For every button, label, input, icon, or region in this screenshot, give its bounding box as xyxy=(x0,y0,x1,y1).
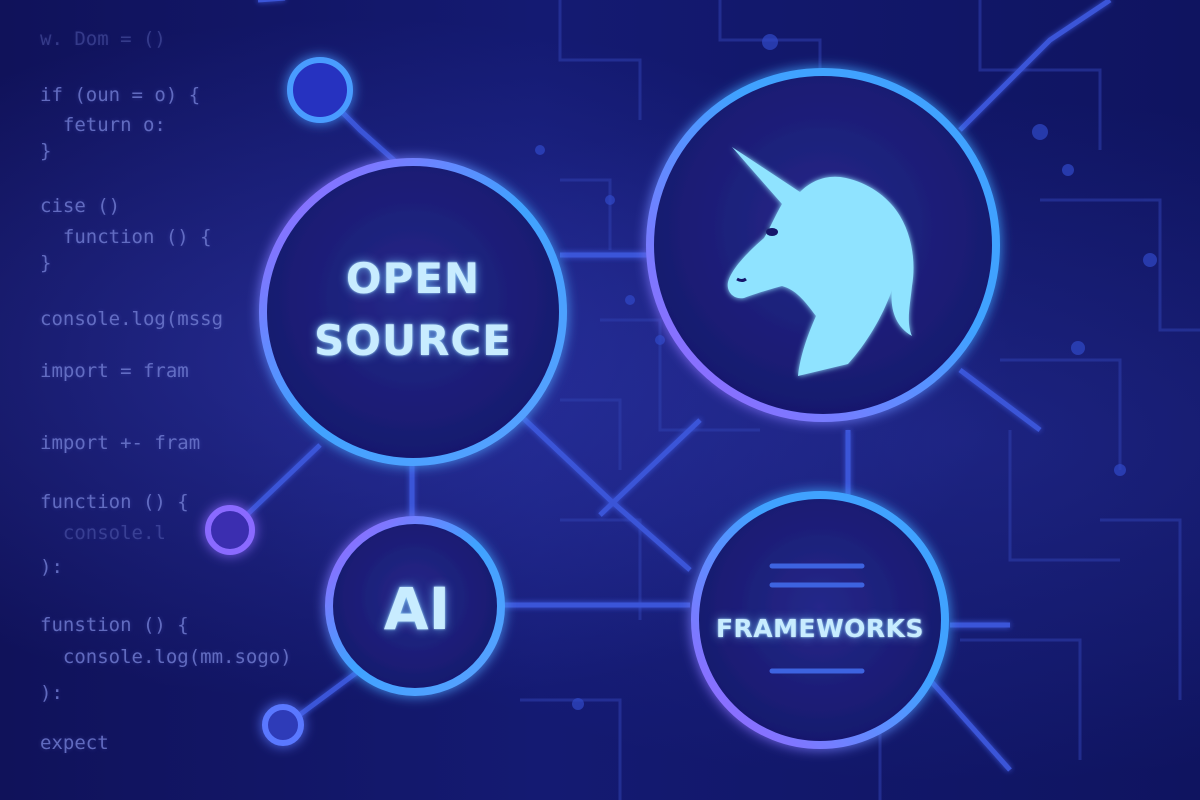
node-ai xyxy=(325,516,505,696)
menu-lines-icon xyxy=(769,563,865,674)
code-line: ): xyxy=(40,682,63,704)
unicorn-head-icon xyxy=(727,147,914,376)
code-line: console.log(mm.sogo) xyxy=(40,646,292,668)
code-background-panel: w. Dom = () if (oun = o) { feturn o: } c… xyxy=(0,0,320,800)
endpoint-node-bottom xyxy=(262,704,304,746)
code-line: import = fram xyxy=(40,360,189,382)
endpoint-node-top xyxy=(287,57,353,123)
code-line: funstion () { xyxy=(40,614,189,636)
code-line: import +- fram xyxy=(40,432,201,454)
ai-label: AI xyxy=(383,575,451,643)
code-line: ): xyxy=(40,556,63,578)
frameworks-label: FRAMEWORKS xyxy=(715,614,925,643)
code-line: } xyxy=(40,252,52,274)
code-line: w. Dom = () xyxy=(40,28,166,50)
endpoint-node-left xyxy=(205,505,255,555)
open-source-line2: SOURCE xyxy=(314,316,512,365)
open-source-line1: OPEN xyxy=(345,254,481,303)
code-line: } xyxy=(40,140,52,162)
node-frameworks xyxy=(691,491,949,749)
open-source-label: OPEN SOURCE xyxy=(263,248,563,372)
background-circuit-dots xyxy=(535,34,1157,710)
node-open-source xyxy=(259,158,567,466)
code-line: feturn o: xyxy=(40,114,166,136)
code-line: function () { xyxy=(40,491,189,513)
code-line: console.l xyxy=(40,522,166,544)
code-line: if (oun = o) { xyxy=(40,84,201,106)
code-line: cise () xyxy=(40,195,121,217)
code-line: expect xyxy=(40,732,109,754)
code-line: function () { xyxy=(40,226,212,248)
code-line: console.log(mssg xyxy=(40,308,224,330)
